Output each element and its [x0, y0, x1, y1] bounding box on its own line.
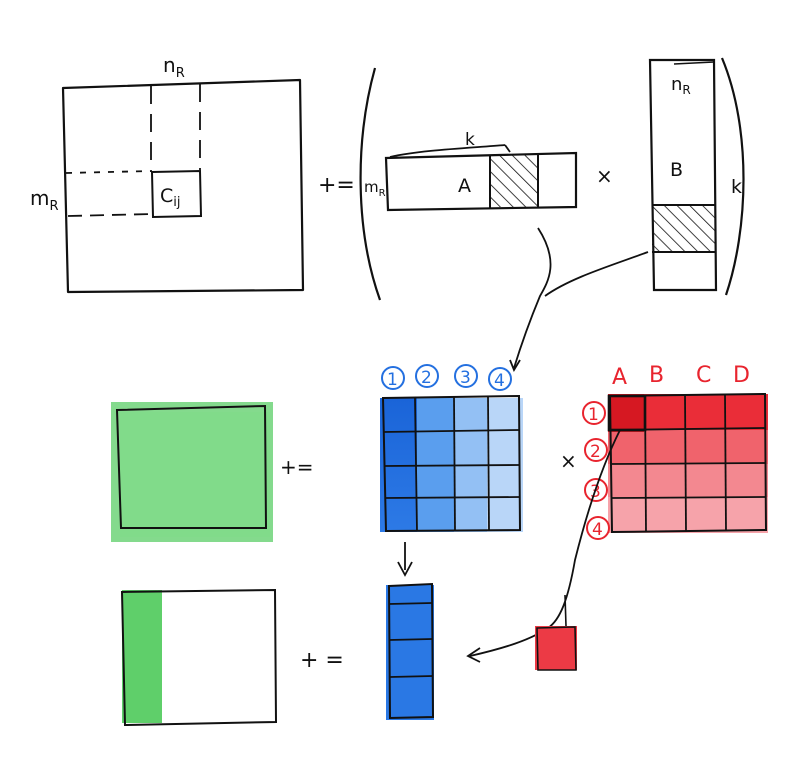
red-col-label-c: C	[696, 363, 711, 388]
bottom-green-column	[122, 590, 162, 723]
blue-column-labels: 1 2 3 4	[381, 364, 512, 391]
right-paren	[720, 57, 745, 296]
a-panel: k A mR	[364, 130, 578, 212]
b-panel: nR B k	[648, 58, 742, 292]
b-k-label: k	[731, 176, 742, 198]
b-nr-label: nR	[671, 74, 691, 97]
nr-top-label: nR	[163, 53, 185, 81]
c-matrix: Cij nR mR	[30, 53, 305, 294]
red-row-label-4: 4	[586, 516, 610, 540]
b-hatched-slice	[652, 206, 716, 252]
left-paren	[359, 67, 382, 301]
red-col-label-b: B	[649, 363, 664, 388]
arrow-blue-down-head	[397, 561, 413, 577]
red-row-4	[608, 497, 768, 533]
red-row-2	[608, 430, 768, 466]
times-middle: ×	[560, 449, 577, 473]
red-cell-link	[564, 594, 567, 627]
c-ij-block: Cij	[150, 169, 203, 219]
arrow-a-to-blue	[513, 227, 552, 369]
svg-text:2: 2	[590, 442, 601, 462]
blue-matrix	[380, 394, 523, 533]
a-mr-label: mR	[364, 178, 386, 199]
a-label: A	[458, 175, 471, 197]
svg-text:4: 4	[494, 371, 505, 391]
blue-col-label-1: 1	[381, 366, 405, 390]
plus-equals-bottom: + =	[300, 648, 344, 673]
green-matrix	[111, 402, 273, 542]
times-top: ×	[596, 164, 613, 188]
blue-col-label-2: 2	[415, 364, 439, 388]
red-top-left-cell	[608, 394, 644, 432]
blue-col-label-4: 4	[488, 367, 512, 391]
arrow-head-to-bottom-blue	[466, 647, 481, 663]
blue-col-label-3: 3	[454, 364, 478, 388]
red-column-labels: A B C D	[612, 363, 750, 390]
bottom-red-cell	[535, 626, 577, 671]
red-row-label-1: 1	[582, 401, 606, 425]
red-row-label-2: 2	[584, 438, 608, 462]
plus-equals-top: +=	[318, 173, 355, 198]
svg-text:4: 4	[592, 520, 603, 540]
svg-text:2: 2	[421, 368, 432, 388]
plus-equals-middle: +=	[280, 455, 314, 479]
svg-text:1: 1	[387, 370, 398, 390]
arrow-head-to-blue	[509, 359, 521, 373]
a-hatched-slice	[490, 155, 538, 207]
bottom-blue-column	[386, 582, 435, 720]
red-matrix	[607, 392, 768, 534]
red-row-3	[608, 464, 768, 499]
mr-left-label: mR	[30, 186, 59, 214]
arrow-b-join	[544, 251, 649, 297]
c-ij-label: Cij	[160, 185, 181, 210]
red-col-label-a: A	[612, 365, 627, 390]
a-k-label: k	[465, 130, 475, 150]
arrow-red-to-bottom	[469, 429, 621, 657]
svg-text:1: 1	[588, 405, 599, 425]
red-col-label-d: D	[733, 363, 750, 388]
b-label: B	[670, 159, 683, 181]
svg-text:3: 3	[460, 368, 471, 388]
bottom-c-matrix	[120, 588, 278, 727]
